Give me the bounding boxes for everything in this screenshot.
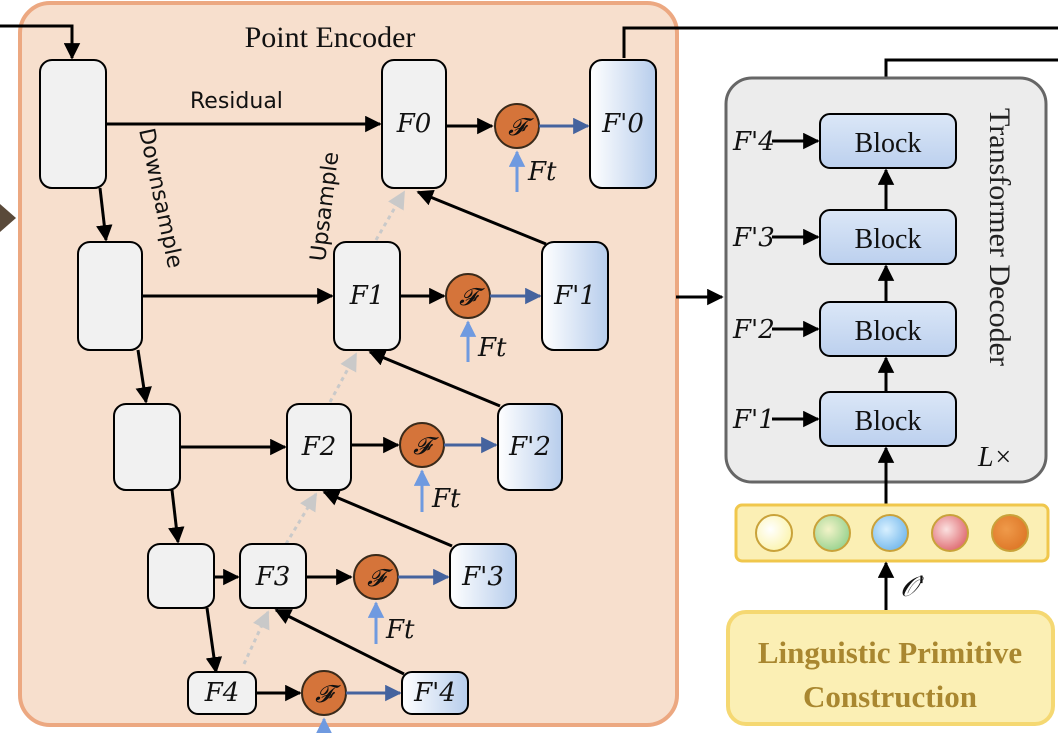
decoder-repeat-label: L× — [977, 442, 1012, 473]
fused-to-upper-arrow-4 — [274, 608, 405, 676]
fused-label-f4: F'4 — [413, 678, 456, 708]
fused-block-f0 — [589, 59, 657, 189]
upsample-arrow-1-0 — [374, 190, 406, 241]
text-feature-label-3: Ft — [385, 615, 415, 645]
text-feature-label-2: Ft — [431, 484, 461, 514]
upsample-arrow-4-3 — [242, 610, 270, 665]
input-line — [0, 24, 81, 60]
fused-label-f0: F'0 — [601, 109, 644, 139]
downsample-arrow-3 — [205, 607, 223, 674]
block-label: Block — [855, 406, 922, 437]
text-feature-label-1: Ft — [477, 333, 507, 363]
downsample-arrow-1 — [135, 349, 152, 404]
residual-label: Residual — [190, 89, 283, 114]
fusion-node-3: 𝓕 — [353, 554, 399, 600]
point-encoder-title: Point Encoder — [245, 21, 416, 54]
feature-block-f0 — [381, 59, 447, 189]
fusion-node-4: 𝓕 — [301, 670, 347, 716]
primitive-token-0 — [755, 514, 793, 552]
fused-block-f2 — [497, 403, 563, 491]
feature-label-f4: F4 — [204, 678, 240, 708]
block-label: Block — [855, 128, 922, 159]
point-encoder-panel — [18, 1, 679, 727]
primitive-token-3 — [931, 514, 969, 552]
block-input-label-2: F'2 — [732, 315, 775, 345]
incoming-arrowhead — [0, 204, 16, 232]
block-input-label-1: F'1 — [732, 405, 775, 435]
downsample-arrow-0 — [96, 187, 113, 242]
fused-block-f1 — [541, 241, 609, 351]
primitive-token-4 — [991, 514, 1029, 552]
encoder-output-line — [622, 26, 1058, 58]
feature-label-f0: F0 — [396, 109, 432, 139]
primitive-token-1 — [813, 514, 851, 552]
fused-to-upper-arrow-1 — [416, 189, 547, 246]
feature-block-f2 — [286, 403, 352, 491]
linguistic-primitive-construction-box — [726, 610, 1055, 726]
block-input-label-3: F'3 — [732, 223, 775, 253]
downsample-arrow-2 — [168, 489, 185, 544]
text-feature-label-0: Ft — [527, 157, 557, 187]
fused-to-upper-arrow-3 — [322, 490, 453, 548]
decoder-block-1: Block — [819, 391, 957, 447]
upsample-arrow-2-1 — [328, 352, 358, 403]
decoder-block-3: Block — [819, 209, 957, 265]
construction-title-line1: Linguistic Primitive — [758, 635, 1022, 670]
fusion-node-1: 𝓕 — [445, 273, 491, 319]
block-label: Block — [855, 224, 922, 255]
fused-label-f3: F'3 — [461, 562, 504, 592]
block-input-label-4: F'4 — [732, 127, 775, 157]
feature-label-f2: F2 — [301, 432, 337, 462]
transformer-decoder-title: Transformer Decoder — [983, 108, 1016, 366]
query-label: 𝒪' — [900, 570, 925, 603]
upsample-arrow-3-2 — [284, 492, 318, 545]
fused-block-f4 — [401, 671, 469, 715]
feature-label-f1: F1 — [349, 281, 385, 311]
encoder-block-level1 — [77, 241, 143, 351]
encoder-block-level3 — [147, 543, 215, 609]
fused-label-f1: F'1 — [553, 281, 596, 311]
encoder-block-level0 — [39, 59, 107, 189]
fused-block-f3 — [449, 543, 517, 609]
block-label: Block — [855, 316, 922, 347]
decoder-block-4: Block — [819, 113, 957, 169]
feature-label-f3: F3 — [255, 562, 291, 592]
decoder-block-2: Block — [819, 301, 957, 357]
primitive-token-2 — [871, 514, 909, 552]
fused-to-upper-arrow-2 — [368, 350, 501, 408]
fusion-node-2: 𝓕 — [399, 422, 445, 468]
fused-label-f2: F'2 — [508, 432, 551, 462]
construction-title-line2: Construction — [803, 679, 977, 714]
fusion-node-0: 𝓕 — [494, 103, 540, 149]
encoder-block-level2 — [113, 403, 181, 491]
